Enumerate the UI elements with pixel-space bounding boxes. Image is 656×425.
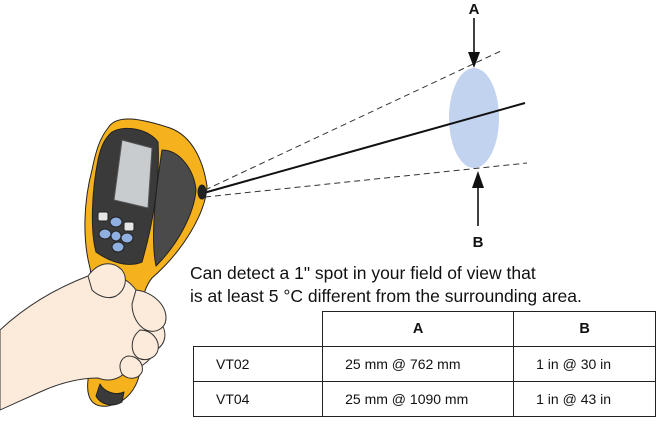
caption-line-1: Can detect a 1" spot in your field of vi… xyxy=(190,263,536,283)
button-right-top xyxy=(123,221,135,232)
arrow-a-head xyxy=(468,52,480,68)
button-left xyxy=(98,228,112,240)
fov-lower-line xyxy=(204,162,528,198)
header-model xyxy=(193,311,324,347)
button-up xyxy=(109,216,123,228)
device-side-panel xyxy=(153,149,197,267)
spot-size-table: A B VT02 25 mm @ 762 mm 1 in @ 30 in VT0… xyxy=(192,311,656,417)
cell-model: VT02 xyxy=(192,346,324,382)
header-b: B xyxy=(513,311,656,347)
button-down xyxy=(111,241,125,253)
fov-upper-line xyxy=(204,49,504,191)
hand xyxy=(0,263,167,411)
cell-a: 25 mm @ 762 mm xyxy=(322,346,515,382)
table-row: VT04 25 mm @ 1090 mm 1 in @ 43 in xyxy=(192,381,656,417)
cell-model: VT04 xyxy=(192,381,324,417)
table-header-row: A B xyxy=(193,311,656,347)
cell-a: 25 mm @ 1090 mm xyxy=(322,381,515,417)
arrow-b-head xyxy=(472,171,484,188)
cell-b: 1 in @ 30 in xyxy=(513,346,656,382)
cell-b: 1 in @ 43 in xyxy=(513,381,656,417)
device-lens xyxy=(197,184,207,200)
hand-finger-2 xyxy=(131,329,159,361)
button-left-top xyxy=(97,211,109,222)
handle-grip xyxy=(95,383,125,406)
laser-line xyxy=(199,102,526,195)
hand-finger-3 xyxy=(119,355,143,379)
device-screen xyxy=(113,139,153,209)
button-center xyxy=(110,230,122,242)
table-row: VT02 25 mm @ 762 mm 1 in @ 30 in xyxy=(192,346,656,382)
button-right xyxy=(120,232,134,244)
caption-line-2: is at least 5 °C different from the surr… xyxy=(190,286,582,306)
header-a: A xyxy=(322,311,515,347)
label-b: B xyxy=(473,234,484,251)
label-a: A xyxy=(469,1,480,18)
hand-finger-1 xyxy=(131,289,167,332)
hand-thumb xyxy=(87,263,126,299)
